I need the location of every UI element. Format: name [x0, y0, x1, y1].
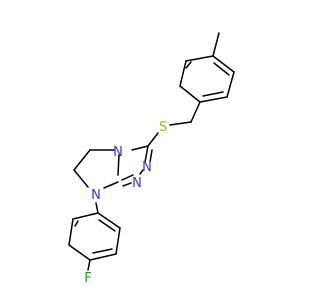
bond-n7-aryl: [95, 202, 99, 214]
bond-tolyl-3b: [202, 91, 224, 97]
bond-fph-5: [68, 218, 74, 246]
bond-tolyl-2: [226, 71, 235, 98]
bond-tolyl-1b: [213, 62, 230, 76]
bond-tolyl-1: [212, 55, 235, 73]
molecule-canvas: S N N N N F: [68, 32, 235, 286]
atom-sulfur: S: [159, 120, 167, 135]
bond-fph-4: [68, 244, 91, 261]
atom-n-triazole-top: N: [113, 145, 123, 160]
bond-c8a-n1b: [122, 182, 132, 187]
bond-c8a-n4: [117, 154, 120, 176]
bond-ch2-s: [169, 121, 192, 126]
bond-tolyl-6: [185, 55, 214, 62]
bond-n1-n2: [139, 169, 144, 175]
bond-c3-n2b: [149, 149, 153, 163]
bond-tolyl-4: [179, 85, 201, 103]
atom-labels: S N N N N F: [84, 120, 167, 286]
bond-c6-n7: [73, 169, 89, 188]
bonds: [68, 32, 235, 271]
bond-s-c3: [147, 132, 159, 147]
bond-benzyl: [190, 101, 201, 123]
bond-c-f: [87, 259, 91, 271]
bond-n1-c8a: [121, 174, 134, 181]
bond-fph-3: [89, 253, 117, 261]
bond-fph-2: [115, 227, 121, 255]
bond-c3-n4: [131, 145, 149, 151]
atom-n-amine: N: [91, 188, 101, 203]
atom-n-triazole-right-2: N: [132, 176, 142, 191]
bond-c5-c6: [73, 149, 91, 171]
bond-fph-1b: [98, 219, 116, 232]
bond-fph-6: [72, 212, 99, 220]
bond-fph-1: [97, 212, 121, 229]
bond-tolyl-5b: [185, 61, 192, 69]
atom-n-triazole-right-1: N: [142, 160, 152, 175]
bond-fph-5b: [74, 220, 79, 227]
bond-c3-n2: [144, 145, 149, 163]
atom-fluorine: F: [84, 271, 91, 286]
bond-tolyl-5: [179, 60, 187, 87]
molecule-structure: S N N N N F: [68, 32, 235, 286]
bond-fph-3b: [92, 248, 113, 254]
bond-methyl: [212, 32, 220, 57]
bond-n7-c8a: [103, 181, 119, 189]
bond-tolyl-3: [199, 96, 228, 103]
